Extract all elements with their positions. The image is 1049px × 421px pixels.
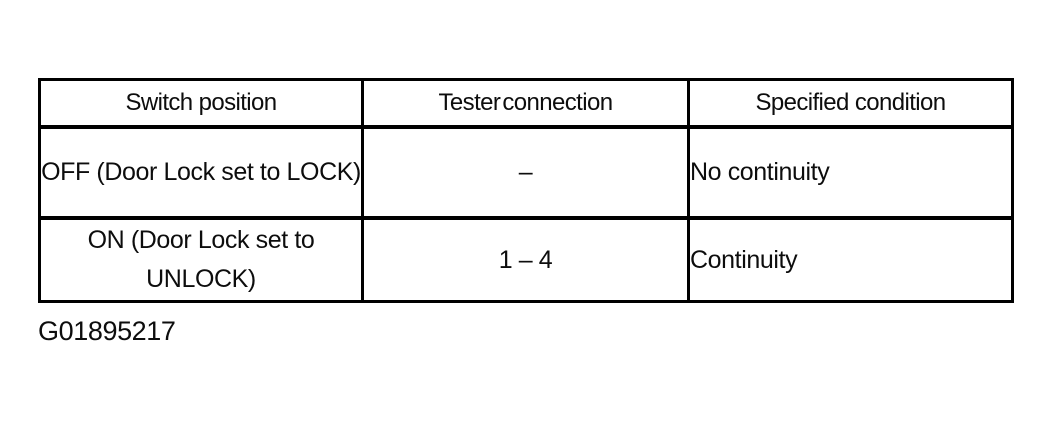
cell-tester-connection-off: – — [361, 125, 690, 220]
switch-continuity-table: Switch position Tester connection Specif… — [38, 78, 1014, 303]
table-row: ON (Door Lock set to UNLOCK) 1 – 4 Conti… — [38, 216, 1014, 303]
header-switch-position: Switch position — [38, 78, 364, 129]
header-tester-connection: Tester connection — [361, 78, 690, 129]
table-header-row: Switch position Tester connection Specif… — [38, 78, 1014, 129]
cell-tester-connection-on: 1 – 4 — [361, 216, 690, 303]
table-row: OFF (Door Lock set to LOCK) – No continu… — [38, 125, 1014, 220]
cell-switch-position-off: OFF (Door Lock set to LOCK) — [38, 125, 364, 220]
figure-id-label: G01895217 — [38, 316, 176, 346]
cell-specified-condition-off: No continuity — [687, 125, 1014, 220]
header-specified-condition: Specified condition — [687, 78, 1014, 129]
cell-switch-position-on: ON (Door Lock set to UNLOCK) — [38, 216, 364, 303]
cell-specified-condition-on: Continuity — [687, 216, 1014, 303]
